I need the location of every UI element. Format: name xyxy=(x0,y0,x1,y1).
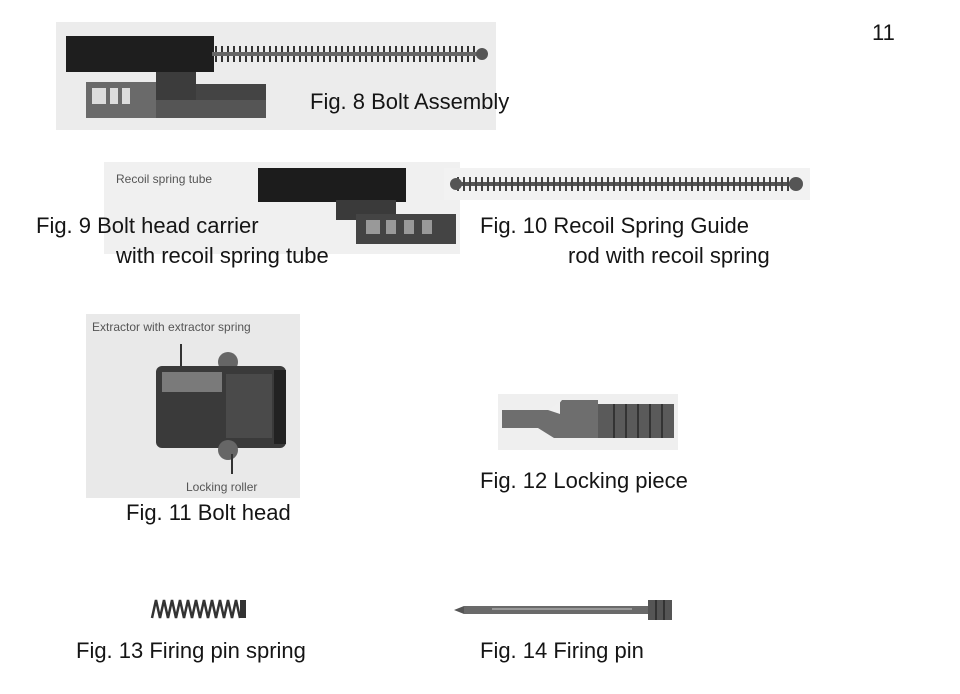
recoil-spring-guide-rod-image xyxy=(444,168,810,200)
fig14-caption: Fig. 14 Firing pin xyxy=(480,638,644,663)
recoil-spring-tube-label: Recoil spring tube xyxy=(116,172,213,186)
firing-pin-spring-image xyxy=(148,594,254,624)
locking-piece-image xyxy=(498,394,678,450)
bolt-head-carrier-image xyxy=(104,162,460,254)
fig13-caption: Fig. 13 Firing pin spring xyxy=(76,638,306,663)
fig9-caption-line2: with recoil spring tube xyxy=(116,243,329,268)
fig12-caption: Fig. 12 Locking piece xyxy=(480,468,688,493)
fig10-caption-line1: Fig. 10 Recoil Spring Guide xyxy=(480,213,750,238)
fig11-caption: Fig. 11 Bolt head xyxy=(126,500,291,525)
bolt-assembly-image xyxy=(56,22,496,130)
fig10-caption-line2: rod with recoil spring xyxy=(568,243,770,268)
page-number: 11 xyxy=(872,20,895,45)
bolt-head-image xyxy=(86,314,300,498)
firing-pin-image xyxy=(452,596,676,624)
fig8-caption: Fig. 8 Bolt Assembly xyxy=(310,89,510,114)
locking-roller-label: Locking roller xyxy=(186,480,258,494)
fig9-caption-line1: Fig. 9 Bolt head carrier xyxy=(36,213,259,238)
extractor-label: Extractor with extractor spring xyxy=(92,320,251,334)
